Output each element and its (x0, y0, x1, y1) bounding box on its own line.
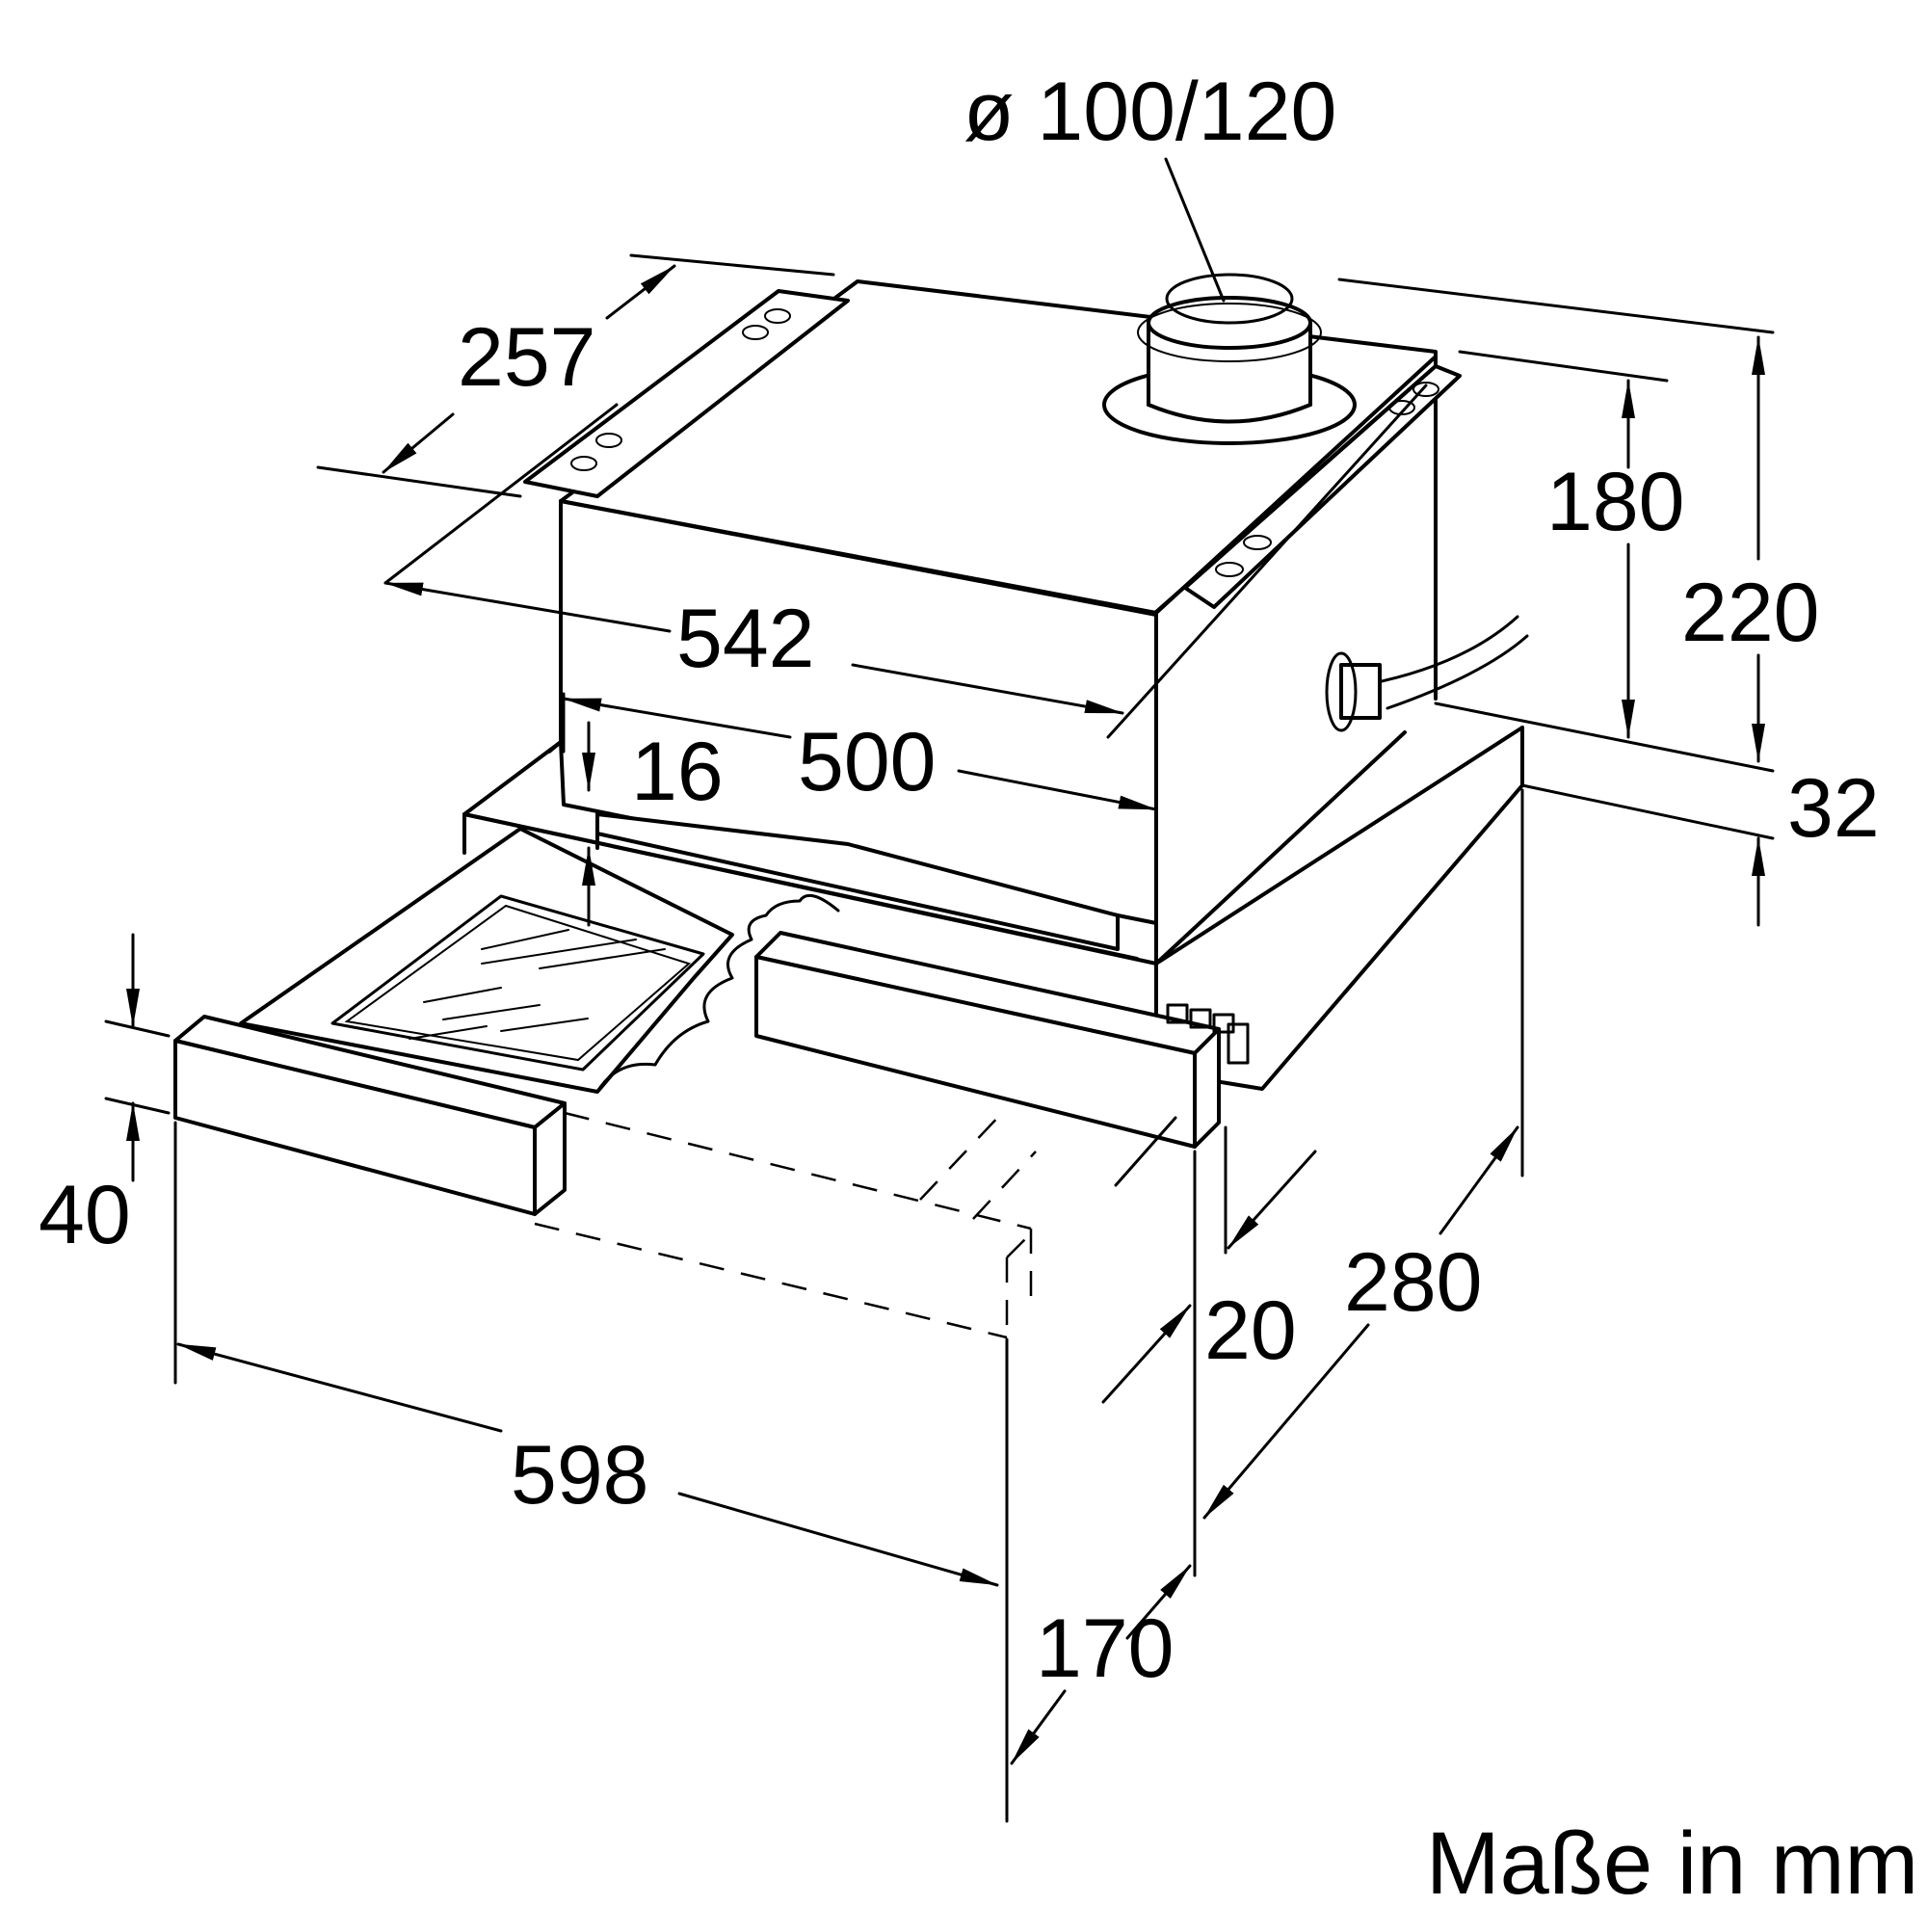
label-front-bottom: 32 (1787, 762, 1880, 855)
break-line (595, 893, 840, 1094)
front-panel-right (754, 931, 1250, 1149)
label-height-body: 180 (1546, 456, 1685, 548)
front-panel-left (173, 1015, 567, 1216)
power-cable (1325, 615, 1529, 732)
filter-tray (239, 827, 734, 1094)
label-height-total: 220 (1681, 567, 1820, 659)
extension-lines (104, 253, 1775, 1823)
label-depth-top: 257 (458, 311, 596, 404)
mounting-holes (570, 308, 1439, 577)
label-width-inner: 500 (798, 716, 937, 808)
label-panel-height: 40 (39, 1169, 131, 1261)
label-depth-total: 280 (1344, 1236, 1483, 1329)
label-offset-top: 16 (631, 726, 724, 818)
duct-collar (1102, 273, 1357, 445)
label-duct-diameter: ø 100/120 (964, 66, 1336, 158)
units-note: Maße in mm (1426, 1814, 1918, 1913)
label-panel-depth: 20 (1204, 1284, 1297, 1377)
label-depth-lower: 170 (1036, 1602, 1175, 1695)
label-width-front: 598 (511, 1429, 649, 1522)
dimension-arrows (126, 157, 1765, 1765)
phantom-outline (534, 1111, 1037, 1339)
label-width-body: 542 (676, 593, 815, 685)
